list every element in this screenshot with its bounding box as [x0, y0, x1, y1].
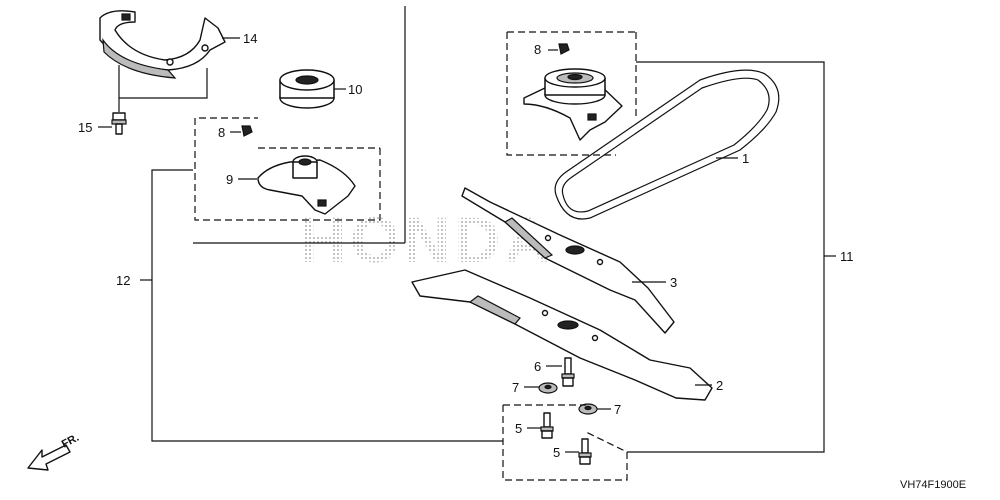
pulley-assembly [523, 68, 623, 141]
lower-blade-part-2 [411, 269, 713, 401]
callout-1: 1 [742, 151, 749, 166]
panel-dividers [193, 6, 406, 244]
callout-10: 10 [348, 82, 362, 97]
callout-15: 15 [78, 120, 92, 135]
belt-part-1 [554, 69, 780, 220]
callout-2: 2 [716, 378, 723, 393]
callout-12: 12 [116, 273, 130, 288]
callout-3: 3 [670, 275, 677, 290]
key-part-8-right [548, 43, 570, 55]
blade-guard-part-14 [99, 10, 240, 112]
group-bracket-11 [627, 61, 836, 453]
group-bracket-12 [140, 169, 503, 442]
pulley-group-box [506, 31, 637, 156]
front-direction-arrow: FR. [27, 432, 81, 471]
callout-8-left: 8 [218, 125, 225, 140]
diagram-reference-code: VH74F1900E [900, 479, 966, 491]
key-part-8-left [230, 125, 253, 137]
callout-5-upper: 5 [515, 421, 522, 436]
bushing-part-10 [279, 69, 346, 109]
callout-8-right: 8 [534, 42, 541, 57]
washer-part-7-left [524, 382, 558, 394]
callout-6: 6 [534, 359, 541, 374]
direction-label: FR. [60, 432, 81, 451]
callout-7-right: 7 [614, 402, 621, 417]
upper-blade-part-3 [461, 187, 675, 334]
bolt-part-6 [546, 357, 575, 387]
callout-14: 14 [243, 31, 257, 46]
bolt-part-5-upper [527, 412, 554, 439]
callout-11: 11 [840, 249, 854, 264]
bolt-part-5-lower [565, 438, 592, 465]
callout-9: 9 [226, 172, 233, 187]
hub-group-box [194, 117, 381, 221]
callout-5-lower: 5 [553, 445, 560, 460]
bolt-group-box [502, 404, 628, 481]
washer-part-7-right [578, 403, 611, 415]
bolt-part-15 [98, 112, 127, 135]
blade-holder-part-9 [238, 155, 356, 215]
callout-7-left: 7 [512, 380, 519, 395]
